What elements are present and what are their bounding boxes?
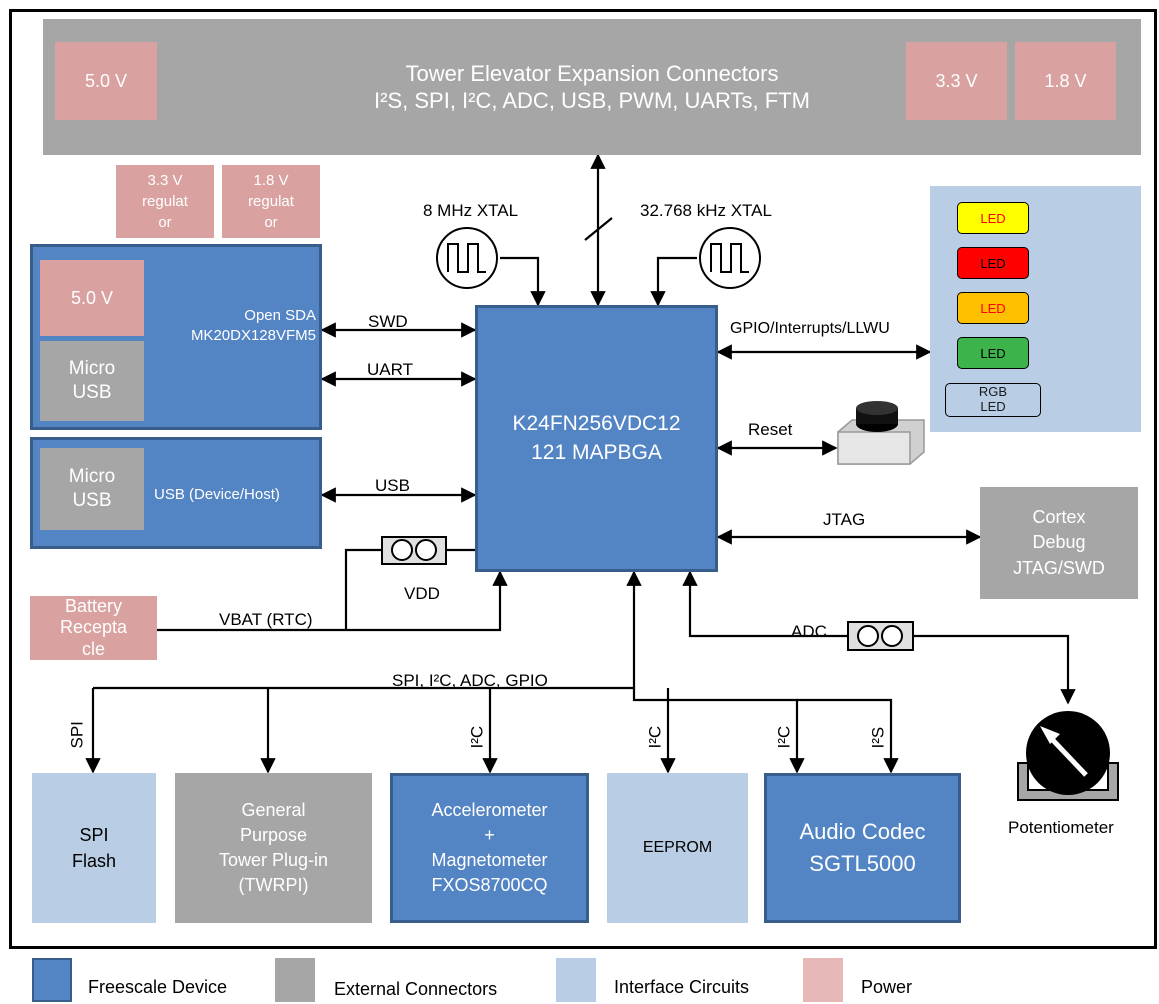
twrpi-connector[interactable]: General Purpose Tower Plug-in (TWRPI) bbox=[175, 773, 372, 923]
bus-label: SPI, I²C, ADC, GPIO bbox=[392, 671, 548, 690]
codec-i2c-tap bbox=[632, 688, 805, 774]
legend-label-power: Power bbox=[861, 977, 913, 997]
usb-micro-usb[interactable]: Micro USB bbox=[40, 448, 144, 530]
legend-label-external: External Connectors bbox=[334, 979, 498, 999]
jtag-label: JTAG bbox=[823, 510, 866, 529]
vbat-wire bbox=[157, 570, 508, 632]
potentiometer-label: Potentiometer bbox=[1008, 818, 1114, 837]
xtal32-wave bbox=[710, 243, 749, 273]
opensda-micro-usb[interactable]: Micro USB bbox=[40, 341, 144, 421]
tower-title: Tower Elevator Expansion Connectors bbox=[405, 60, 779, 86]
codec-i2s-tap bbox=[797, 698, 899, 774]
diagram-frame bbox=[9, 9, 1157, 949]
adc-label: ADC bbox=[791, 622, 827, 641]
gpio-label: GPIO/Interrupts/LLWU bbox=[730, 320, 890, 337]
adc-to-pot-wire bbox=[913, 634, 1076, 705]
vdd-wire-left bbox=[344, 548, 382, 630]
uart-label: UART bbox=[367, 360, 413, 379]
xtal32-wire bbox=[650, 256, 697, 307]
xtal32-label: 32.768 kHz XTAL bbox=[640, 201, 772, 220]
accelerometer-magnetometer: Accelerometer + Magnetometer FXOS8700CQ bbox=[390, 773, 589, 923]
adc-wire bbox=[682, 570, 848, 638]
xtal8-wire bbox=[500, 256, 546, 307]
eeprom: EEPROM bbox=[607, 773, 748, 923]
tower-power-5v: 5.0 V bbox=[55, 42, 157, 120]
spi-tap-label: SPI bbox=[67, 721, 87, 749]
legend-swatch-external bbox=[275, 958, 315, 1002]
legend-swatch-interface bbox=[556, 958, 596, 1002]
reset-button-icon bbox=[837, 401, 925, 465]
swd-label: SWD bbox=[368, 312, 408, 331]
spi-flash: SPI Flash bbox=[32, 773, 156, 923]
vbat-label: VBAT (RTC) bbox=[219, 610, 313, 629]
mcu-k24: K24FN256VDC12 121 MAPBGA bbox=[475, 305, 718, 572]
usb-block-title: USB (Device/Host) bbox=[154, 486, 280, 503]
tower-subtitle: I²S, SPI, I²C, ADC, USB, PWM, UARTs, FTM bbox=[374, 88, 810, 113]
bus-slash bbox=[584, 217, 613, 241]
xtal8-wave bbox=[447, 243, 486, 273]
regulator-3v3: 3.3 V regulat or bbox=[116, 165, 214, 238]
battery-receptacle: Battery Recepta cle bbox=[30, 596, 157, 660]
opensda-power-5v: 5.0 V bbox=[40, 260, 144, 336]
reset-label: Reset bbox=[748, 420, 793, 439]
eeprom-i2c-label: I²C bbox=[645, 725, 665, 749]
tower-power-3v3: 3.3 V bbox=[906, 42, 1007, 120]
xtal8-label: 8 MHz XTAL bbox=[423, 201, 519, 220]
legend-label-freescale: Freescale Device bbox=[88, 977, 228, 997]
regulator-1v8: 1.8 V regulat or bbox=[222, 165, 320, 238]
legend-label-interface: Interface Circuits bbox=[614, 977, 750, 997]
legend-swatch-freescale bbox=[32, 958, 72, 1002]
codec-i2s-label: I²S bbox=[868, 726, 888, 749]
led-red: LED bbox=[957, 247, 1029, 279]
tower-power-1v8: 1.8 V bbox=[1015, 42, 1116, 120]
accel-i2c-label: I²C bbox=[467, 725, 487, 749]
codec-i2c-label: I²C bbox=[774, 725, 794, 749]
potentiometer-icon bbox=[1017, 711, 1119, 801]
usb-label: USB bbox=[375, 476, 410, 495]
audio-codec: Audio Codec SGTL5000 bbox=[764, 773, 961, 923]
led-yellow: LED bbox=[957, 202, 1029, 234]
led-green: LED bbox=[957, 337, 1029, 369]
opensda-title: Open SDA MK20DX128VFM5 bbox=[190, 306, 316, 344]
led-orange: LED bbox=[957, 292, 1029, 324]
legend-swatch-power bbox=[803, 958, 843, 1002]
vdd-label: VDD bbox=[404, 584, 440, 603]
cortex-debug-connector[interactable]: Cortex Debug JTAG/SWD bbox=[980, 487, 1138, 599]
led-rgb: RGB LED bbox=[945, 383, 1041, 417]
